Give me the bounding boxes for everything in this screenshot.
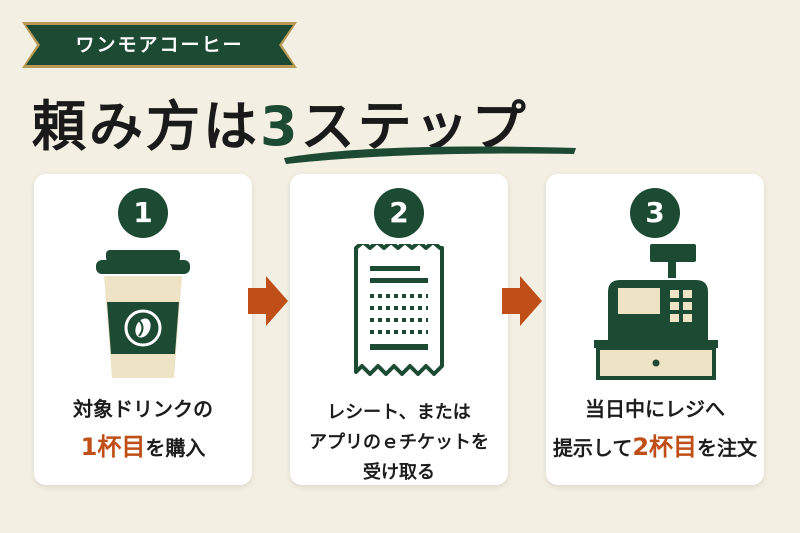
coffee-cup-icon: [34, 244, 252, 384]
step-card-1: 1 対象ドリンクの 1杯目を購入: [34, 174, 252, 485]
step-2-line1: レシート、または: [327, 402, 471, 423]
step-description-3: 当日中にレジへ 提示して2杯目を注文: [550, 390, 760, 467]
step-description-1: 対象ドリンクの 1杯目を購入: [38, 390, 248, 467]
step-card-2: 2 レシート、または アプリのｅチケットを 受け取る: [290, 174, 508, 485]
title-prefix: 頼み方は: [32, 95, 260, 158]
step-3-line2-pre: 提示して: [552, 436, 633, 460]
title-brush-underline: [284, 146, 576, 164]
step-3-highlight: 2杯目: [632, 433, 698, 461]
step-1-line1: 対象ドリンクの: [73, 397, 213, 421]
step-2-line2: アプリのｅチケットを: [309, 432, 489, 453]
receipt-icon: [290, 240, 508, 384]
step-3-line2: 提示して2杯目を注文: [550, 428, 760, 467]
brand-name: ワンモアコーヒー: [75, 34, 244, 56]
arrow-right-icon: [502, 276, 542, 326]
arrow-right-icon: [248, 276, 288, 326]
step-1-line2: 1杯目を購入: [38, 428, 248, 467]
step-1-line2-rest: を購入: [145, 436, 206, 460]
brand-badge: ワンモアコーヒー: [22, 22, 297, 68]
title-number: 3: [260, 95, 301, 158]
step-card-3: 3 当日中にレジへ 提示して2杯目を注文: [546, 174, 764, 485]
brand-ribbon-shape: [22, 22, 297, 68]
step-1-highlight: 1杯目: [80, 433, 146, 461]
step-number-1: 1: [118, 188, 168, 238]
cash-register-icon: [546, 244, 764, 384]
step-3-line1: 当日中にレジへ: [585, 397, 725, 421]
step-3-line2-post: を注文: [697, 436, 758, 460]
step-2-line3: 受け取る: [363, 462, 435, 483]
step-number-3: 3: [630, 188, 680, 238]
step-number-2: 2: [374, 188, 424, 238]
step-description-2: レシート、または アプリのｅチケットを 受け取る: [294, 398, 504, 488]
